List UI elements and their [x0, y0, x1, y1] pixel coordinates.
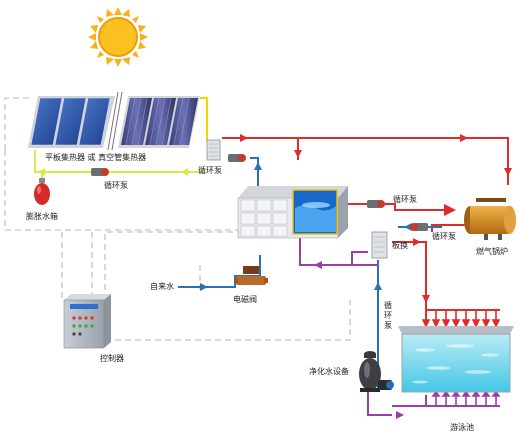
plate-exchanger-label: 板换: [392, 241, 408, 250]
return-flow-arrows: [314, 261, 404, 419]
cold-flow-arrows: [200, 162, 412, 291]
pump-label-left: 循环泵: [104, 181, 128, 190]
flat-plate-collector: [28, 96, 115, 148]
sand-filter-icon: [359, 351, 394, 392]
purifier-label: 净化水设备: [309, 367, 349, 376]
hot-flow-arrows: [240, 134, 512, 303]
pump-label-top: 循环泵: [198, 166, 222, 175]
boiler-label: 燃气锅炉: [476, 247, 508, 256]
separator-slash-icon: [107, 91, 123, 151]
pump-label-vertical: 循环泵: [384, 301, 392, 330]
swimming-pool: [398, 326, 514, 393]
solenoid-valve-label: 电磁阀: [233, 295, 257, 304]
expansion-tank-icon: [34, 178, 50, 205]
pool-inlet-pipes: [421, 310, 501, 328]
tap-water-label: 自来水: [150, 282, 174, 291]
sun-icon: [88, 7, 148, 67]
pool-outlet-pipes: [431, 390, 501, 406]
controller-label: 控制器: [100, 354, 124, 363]
valve-icon: [234, 266, 268, 285]
pump-icon: [91, 154, 428, 231]
pump-label-right: 循环泵: [432, 232, 456, 241]
boiler-icon: [464, 198, 516, 240]
heat-exchanger-icon: [206, 139, 221, 161]
return-pipes: [299, 236, 500, 416]
control-cabinet-icon: [63, 294, 111, 349]
storage-water-tank: [237, 186, 348, 239]
control-signal-lines: [4, 97, 351, 341]
vacuum-tube-collector: [118, 96, 200, 148]
collector-label: 平板集热器 或 真空管集热器: [45, 153, 147, 162]
expansion-tank-label: 膨胀水箱: [26, 212, 58, 221]
pool-label: 游泳池: [450, 423, 474, 432]
plate-exchanger-icon: [371, 231, 388, 259]
solar-loop-pipes: [34, 97, 208, 180]
pump-label-mid: 循环泵: [393, 195, 417, 204]
